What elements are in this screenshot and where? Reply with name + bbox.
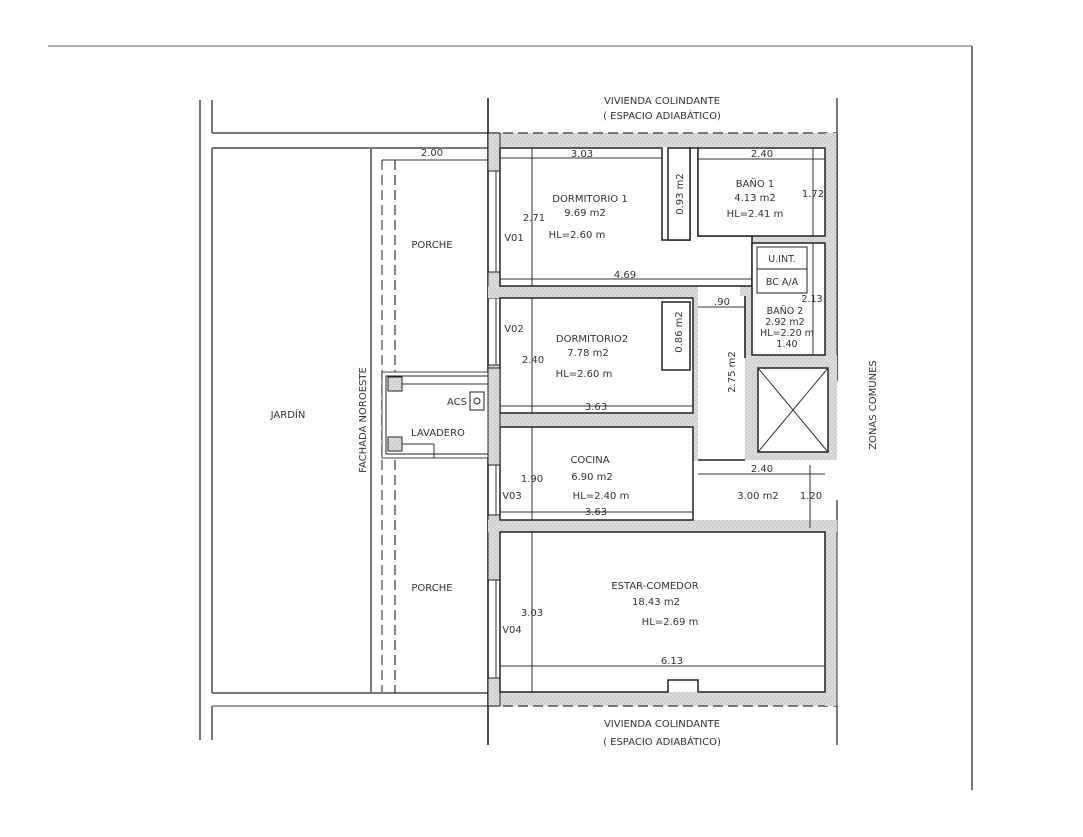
- dorm1-depth-dim: 2.71: [523, 213, 545, 224]
- estar-depth-dim: 3.03: [521, 608, 543, 619]
- bano2-area: 2.92 m2: [765, 317, 804, 328]
- laundry-label: LAVADERO: [411, 428, 465, 439]
- porch-top-label: PORCHE: [411, 240, 452, 251]
- bano2-depth-dim: 2.13: [801, 294, 822, 305]
- facade-label: FACHADA NOROESTE: [358, 367, 369, 473]
- acs-label: ACS: [447, 397, 467, 408]
- estar-name: ESTAR-COMEDOR: [611, 581, 698, 592]
- dorm1-height: HL=2.60 m: [549, 230, 606, 241]
- cocina-area: 6.90 m2: [571, 472, 613, 483]
- closet2-area: 0.86 m2: [674, 311, 685, 353]
- dorm1-name: DORMITORIO 1: [552, 194, 627, 205]
- entry: [698, 459, 825, 528]
- room-estar-comedor: [499, 531, 826, 693]
- room-cocina: [499, 426, 694, 521]
- bc-aa-label: BC A/A: [766, 277, 799, 288]
- window-v01: V01: [504, 233, 524, 244]
- bano2-name: BAÑO 2: [767, 306, 804, 317]
- entry-depth-dim: 1.20: [800, 491, 822, 502]
- neighbor-top-label-2: ( ESPACIO ADIABÁTICO): [603, 109, 721, 122]
- bano1-area: 4.13 m2: [734, 193, 776, 204]
- dorm2-depth-dim: 2.40: [522, 355, 544, 366]
- bano1-height: HL=2.41 m: [727, 209, 784, 220]
- bano2-width-dim: 1.40: [776, 339, 797, 350]
- bano1-name: BAÑO 1: [736, 177, 775, 190]
- cocina-depth-dim: 1.90: [521, 474, 543, 485]
- dorm2-area: 7.78 m2: [567, 348, 609, 359]
- room-bano-1: [697, 147, 826, 237]
- dorm1-area: 9.69 m2: [564, 208, 606, 219]
- hall-area: 2.75 m2: [727, 351, 738, 393]
- entry-width-dim: 2.40: [751, 464, 773, 475]
- neighbor-bottom-label-2: ( ESPACIO ADIABÁTICO): [603, 735, 721, 748]
- wall-bottom: [488, 692, 837, 706]
- room-dormitorio-2: [499, 297, 694, 414]
- cocina-width-dim: 3.63: [585, 507, 607, 518]
- window-v02: V02: [504, 324, 524, 335]
- bano1-depth-dim: 1.72: [802, 189, 824, 200]
- hall: [698, 296, 746, 456]
- entry-area: 3.00 m2: [737, 491, 779, 502]
- closet1-area: 0.93 m2: [675, 173, 686, 215]
- dorm2-width-dim: 3.63: [585, 402, 607, 413]
- bano1-width-dim: 2.40: [751, 149, 773, 160]
- dorm1-width-dim: 3.03: [571, 149, 593, 160]
- room-bano-2: [751, 242, 826, 356]
- dorm1-length-dim: 4.69: [614, 270, 636, 281]
- hall-door-dim: .90: [714, 297, 730, 308]
- wall-right-bottom: [825, 520, 837, 706]
- wall-top: [488, 133, 837, 147]
- porch-bottom-label: PORCHE: [411, 583, 452, 594]
- window-v04: V04: [502, 625, 522, 636]
- estar-height: HL=2.69 m: [642, 617, 699, 628]
- cocina-height: HL=2.40 m: [573, 491, 630, 502]
- closet-1: [667, 147, 691, 241]
- laundry: [381, 367, 501, 466]
- neighbor-top-label-1: VIVIENDA COLINDANTE: [604, 96, 720, 107]
- porch-lines: [370, 148, 488, 693]
- dorm2-name: DORMITORIO2: [556, 334, 628, 345]
- estar-width-dim: 6.13: [661, 656, 683, 667]
- porch-width-dim: 2.00: [421, 148, 443, 159]
- page-frame: [48, 45, 973, 790]
- cocina-name: COCINA: [570, 455, 609, 466]
- elevator-shaft: [757, 367, 829, 453]
- estar-area: 18.43 m2: [632, 597, 680, 608]
- common-zones-label: ZONAS COMUNES: [868, 360, 879, 450]
- dorm2-height: HL=2.60 m: [556, 369, 613, 380]
- unit-int-label: U.INT.: [768, 254, 796, 265]
- window-v03: V03: [502, 491, 522, 502]
- bano2-height: HL=2.20 m: [760, 328, 814, 339]
- wall-right-top: [825, 133, 837, 383]
- neighbor-bottom-label-1: VIVIENDA COLINDANTE: [604, 719, 720, 730]
- garden-label: JARDÍN: [270, 408, 306, 421]
